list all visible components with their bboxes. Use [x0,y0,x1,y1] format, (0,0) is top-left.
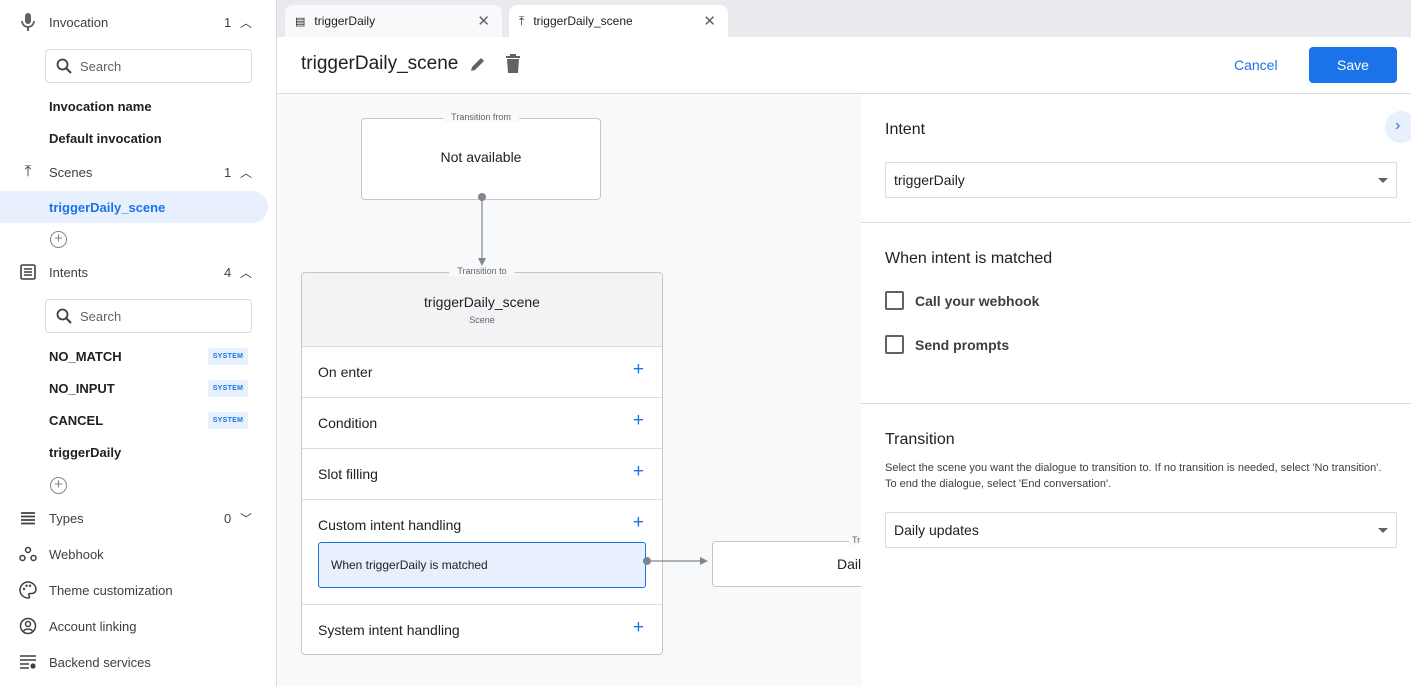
close-icon[interactable]: ✕ [703,13,716,30]
intents-search-input[interactable]: Search [45,299,252,333]
sidebar-item-default-invocation[interactable]: Default invocation [49,131,162,146]
sidebar-item-backend[interactable]: Backend services [0,646,276,678]
connector-arrow [643,557,708,565]
chevron-up-icon[interactable]: ︿ [240,15,253,30]
microphone-icon [18,12,38,32]
divider [861,403,1411,404]
sidebar-section-invocation[interactable]: Invocation 1 ︿ [0,6,276,38]
condition-row[interactable]: Condition+ [302,397,662,448]
add-icon[interactable]: + [632,410,644,431]
page-header: triggerDaily_scene Cancel Save [277,37,1411,94]
add-icon[interactable]: + [632,359,644,380]
transition-select[interactable]: Daily updates [885,512,1397,548]
divider [861,222,1411,223]
dropdown-arrow-icon [1378,178,1388,183]
account-circle-icon [18,616,38,636]
add-intent-icon[interactable]: + [50,477,67,494]
sidebar-item-intent[interactable]: NO_INPUT [49,381,115,396]
system-badge: SYSTEM [208,380,248,397]
sidebar-item-intent[interactable]: CANCEL [49,413,104,428]
chevron-up-icon[interactable]: ︿ [240,165,253,180]
intent-list-icon [18,262,38,282]
sidebar-section-intents[interactable]: Intents 4 ︿ [0,256,276,288]
system-intent-row[interactable]: System intent handling+ [302,604,662,655]
delete-trash-icon[interactable] [505,54,521,79]
sidebar-item-intent[interactable]: NO_MATCH [49,349,122,364]
dropdown-arrow-icon [1378,528,1388,533]
tab-triggerdaily[interactable]: ▤ triggerDaily ✕ [285,5,502,37]
sidebar-item-invocation-name[interactable]: Invocation name [49,99,152,114]
on-enter-row[interactable]: On enter+ [302,346,662,397]
sidebar-item-scene-selected[interactable]: triggerDaily_scene [0,191,268,223]
save-button[interactable]: Save [1309,47,1397,83]
chevron-right-icon[interactable]: › [1385,111,1411,143]
scene-merge-icon: ⤒ [24,163,32,180]
intent-detail-panel: › Intent triggerDaily When intent is mat… [861,94,1411,686]
types-list-icon [18,508,38,528]
sidebar-item-webhook[interactable]: Webhook [0,538,276,570]
transition-from-box: Transition from Not available [361,112,601,200]
close-icon[interactable]: ✕ [477,13,490,30]
sidebar-section-scenes[interactable]: ⤒ Scenes 1 ︿ [0,156,276,188]
sidebar-item-intent[interactable]: triggerDaily [49,445,122,460]
custom-intent-row[interactable]: Custom intent handling+ When triggerDail… [302,499,662,604]
add-icon[interactable]: + [632,461,644,482]
cancel-button[interactable]: Cancel [1234,57,1278,73]
invocation-search-input[interactable]: Search [45,49,252,83]
call-webhook-checkbox[interactable]: Call your webhook [885,291,1039,310]
tab-triggerdaily-scene[interactable]: ⤒ triggerDaily_scene ✕ [509,5,728,37]
search-icon [56,58,72,74]
add-scene-icon[interactable]: + [50,231,67,248]
search-icon [56,308,72,324]
tab-bar: ▤ triggerDaily ✕ ⤒ triggerDaily_scene ✕ [277,0,1411,37]
backend-settings-icon [18,652,38,672]
webhook-icon [18,544,38,564]
slot-filling-row[interactable]: Slot filling+ [302,448,662,499]
system-badge: SYSTEM [208,412,248,429]
intent-icon: ▤ [295,15,306,28]
scene-card: Transition to triggerDaily_scene Scene O… [301,266,663,655]
chevron-up-icon[interactable]: ︿ [240,265,253,280]
intent-select[interactable]: triggerDaily [885,162,1397,198]
add-icon[interactable]: + [632,617,644,638]
edit-pencil-icon[interactable] [469,55,487,78]
checkbox-icon [885,335,904,354]
connector-arrow [478,193,486,266]
transition-target-box[interactable]: Tr Dail [712,535,861,587]
checkbox-icon [885,291,904,310]
intent-handler-item[interactable]: When triggerDaily is matched [318,542,646,588]
system-badge: SYSTEM [208,348,248,365]
scene-canvas: Transition from Not available Transition… [277,94,861,686]
scene-icon: ⤒ [519,13,525,28]
add-icon[interactable]: + [632,512,644,533]
palette-icon [18,580,38,600]
page-title: triggerDaily_scene [301,53,459,74]
sidebar-section-types[interactable]: Types 0 ﹀ [0,502,276,534]
send-prompts-checkbox[interactable]: Send prompts [885,335,1009,354]
scene-card-header: Transition to triggerDaily_scene Scene [302,266,662,346]
chevron-down-icon[interactable]: ﹀ [240,511,253,526]
sidebar: Invocation 1 ︿ Search Invocation name De… [0,0,277,686]
sidebar-item-account-linking[interactable]: Account linking [0,610,276,642]
sidebar-item-theme[interactable]: Theme customization [0,574,276,606]
